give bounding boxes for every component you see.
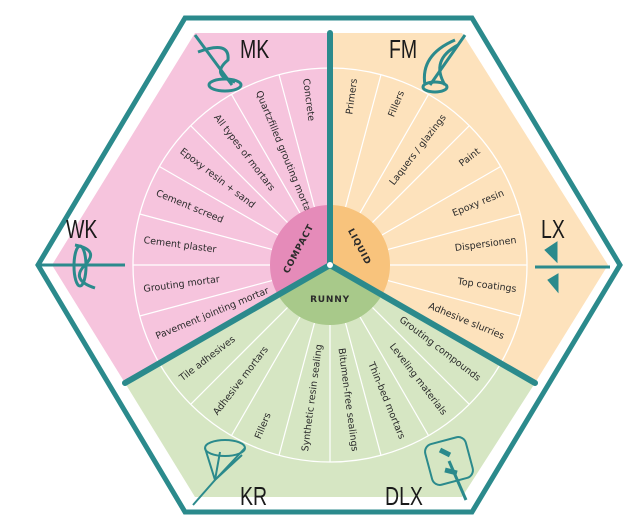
mk-mixer-icon: [193, 34, 243, 93]
runny-hub: [278, 265, 382, 325]
spoke-line: [190, 307, 288, 405]
liquid-sector-background: [330, 33, 608, 383]
tool-label-lx: LX: [541, 214, 565, 243]
fm-mixer-icon: [421, 34, 467, 94]
spoke-line: [190, 125, 288, 223]
dlx-mixer-icon: [424, 436, 474, 501]
spoke-line: [387, 279, 521, 317]
hub-label-runny: RUNNY: [310, 295, 350, 305]
kr-mixer-icon: [192, 439, 246, 506]
spoke-line: [139, 213, 273, 251]
spoke-line: [278, 322, 316, 456]
spoke-lines: [133, 74, 527, 462]
spoke-line: [230, 94, 301, 214]
spoke-line: [278, 74, 316, 208]
tool-label-wk: WK: [66, 214, 98, 243]
tool-label-dlx: DLX: [385, 481, 423, 510]
spoke-line: [359, 94, 430, 214]
center-dot: [327, 262, 333, 268]
spoke-line: [359, 316, 430, 436]
lx-mixer-icon: [535, 241, 610, 294]
sector-dividers: [122, 30, 538, 386]
tool-label-mk: MK: [240, 34, 270, 63]
wk-mixer-icon: [40, 243, 125, 290]
spoke-line: [344, 322, 382, 456]
spoke-line: [344, 74, 382, 208]
compact-sector-background: [52, 33, 330, 383]
tool-label-fm: FM: [389, 34, 417, 63]
application-label-liquid: Primers: [344, 78, 360, 115]
spoke-line: [387, 213, 521, 251]
spoke-line: [372, 125, 470, 223]
spoke-line: [139, 279, 273, 317]
tool-label-kr: KR: [240, 481, 267, 510]
spoke-line: [230, 316, 301, 436]
spoke-line: [372, 307, 470, 405]
spoke-line: [381, 165, 501, 236]
spoke-line: [159, 165, 279, 236]
